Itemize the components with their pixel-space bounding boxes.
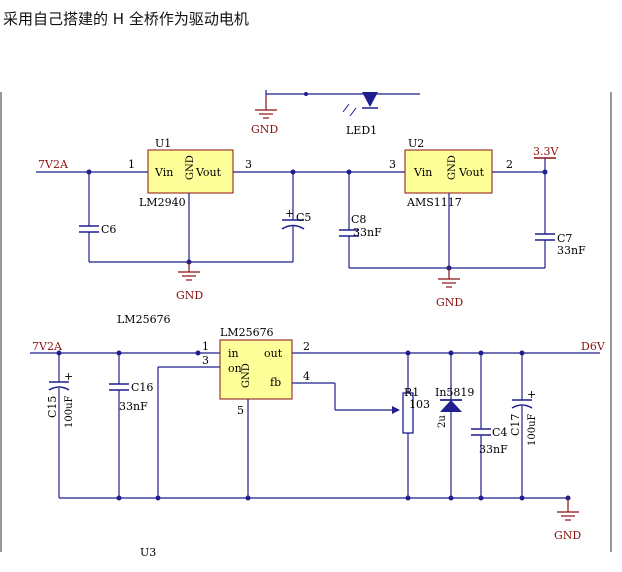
top-led-section: LED1 GND xyxy=(251,90,420,137)
svg-text:GND: GND xyxy=(185,155,196,180)
u2-part: AMS1117 xyxy=(406,196,462,209)
svg-text:on: on xyxy=(228,362,242,375)
diode-icon xyxy=(440,400,462,412)
svg-text:1: 1 xyxy=(202,340,209,353)
svg-text:3: 3 xyxy=(202,354,209,367)
page-title: 采用自己搭建的 H 全桥作为驱动电机 xyxy=(3,10,249,28)
ground-icon xyxy=(255,96,277,119)
led-icon xyxy=(362,92,378,107)
svg-text:2: 2 xyxy=(506,158,513,171)
svg-text:3: 3 xyxy=(245,158,252,171)
u2-chip xyxy=(404,149,493,194)
top-gnd-label: GND xyxy=(251,123,278,136)
svg-text:100uF: 100uF xyxy=(64,395,75,428)
buck-gnd-label: GND xyxy=(554,529,581,542)
led-label: LED1 xyxy=(346,124,377,137)
u1-ref: U1 xyxy=(155,137,171,150)
svg-text:2: 2 xyxy=(303,340,310,353)
c6-label: C6 xyxy=(101,223,116,236)
svg-text:3: 3 xyxy=(389,158,396,171)
u2-output-label: 3.3V xyxy=(533,145,559,158)
svg-text:5: 5 xyxy=(237,404,244,417)
svg-text:Vin: Vin xyxy=(154,166,173,179)
ground-icon xyxy=(557,498,579,521)
u1-input-label: 7V2A xyxy=(38,158,69,171)
diode-label: In5819 xyxy=(435,386,474,399)
svg-text:2u: 2u xyxy=(437,415,448,428)
svg-text:33nF: 33nF xyxy=(479,443,508,456)
svg-text:GND: GND xyxy=(447,155,458,180)
svg-text:+: + xyxy=(527,388,536,401)
svg-text:33nF: 33nF xyxy=(557,244,586,257)
buck-chip xyxy=(219,339,293,400)
svg-text:33nF: 33nF xyxy=(353,226,382,239)
c15-label: C15 xyxy=(46,396,59,418)
u1-chip xyxy=(147,149,234,194)
buck-output-label: D6V xyxy=(581,340,606,353)
svg-text:GND: GND xyxy=(176,289,203,302)
c8-label: C8 xyxy=(351,213,366,226)
ground-icon xyxy=(438,268,460,288)
buck-section: LM25676 7V2A D6V LM25676 in on GND out f… xyxy=(30,313,606,559)
svg-text:+: + xyxy=(285,207,294,220)
svg-text:fb: fb xyxy=(270,376,281,389)
svg-text:100uF: 100uF xyxy=(527,413,538,446)
r1-label: R1 xyxy=(404,386,419,399)
svg-text:Vout: Vout xyxy=(458,166,485,179)
svg-text:out: out xyxy=(264,347,283,360)
c4-label: C4 xyxy=(492,426,507,439)
svg-text:33nF: 33nF xyxy=(119,400,148,413)
c7-label: C7 xyxy=(557,232,572,245)
buck-section-label: LM25676 xyxy=(117,313,171,326)
c17-label: C17 xyxy=(509,414,522,436)
svg-text:GND: GND xyxy=(241,363,252,388)
c5-label: C5 xyxy=(296,211,311,224)
regulator-section: 7V2A 1 3 3 2 3.3V U1 Vin Vout GND LM2940… xyxy=(36,137,586,309)
u1-part: LM2940 xyxy=(139,196,186,209)
svg-text:Vout: Vout xyxy=(195,166,222,179)
c16-label: C16 xyxy=(131,381,153,394)
svg-text:4: 4 xyxy=(303,370,310,383)
svg-text:GND: GND xyxy=(436,296,463,309)
svg-text:+: + xyxy=(64,370,73,383)
u3-label: U3 xyxy=(140,546,156,559)
svg-text:1: 1 xyxy=(128,158,135,171)
svg-text:in: in xyxy=(228,347,239,360)
svg-text:103: 103 xyxy=(409,398,430,411)
buck-input-label: 7V2A xyxy=(32,340,63,353)
u2-ref: U2 xyxy=(408,137,424,150)
svg-text:Vin: Vin xyxy=(413,166,432,179)
buck-chip-ref: LM25676 xyxy=(220,326,274,339)
ground-icon xyxy=(178,262,200,281)
